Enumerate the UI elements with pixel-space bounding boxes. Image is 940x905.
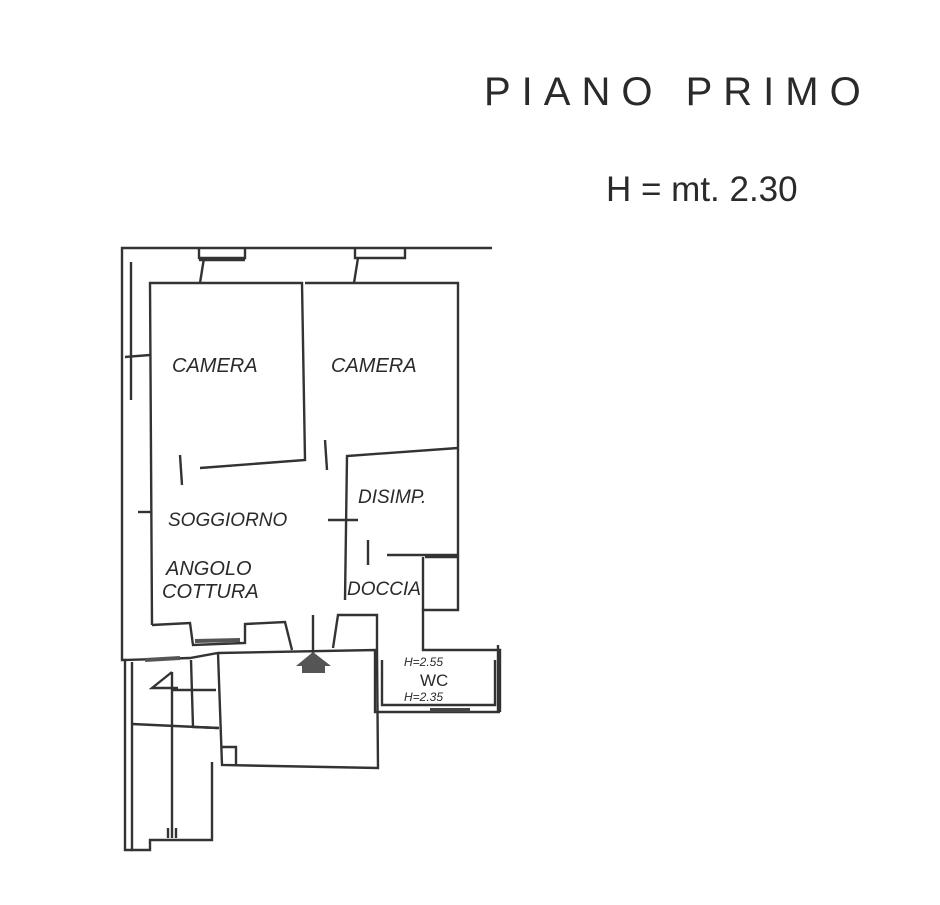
room-label-disimpegno: DISIMP. xyxy=(358,487,426,508)
room-label-camera-2: CAMERA xyxy=(331,355,417,377)
window-1 xyxy=(197,248,247,260)
walls xyxy=(120,246,502,852)
ceiling-height-note: H = mt. 2.30 xyxy=(606,170,798,209)
room-label-cottura: COTTURA xyxy=(162,581,259,603)
room-label-camera-1: CAMERA xyxy=(172,355,258,377)
entrance-arrow-icon xyxy=(296,652,331,673)
room-label-angolo: ANGOLO xyxy=(165,558,252,580)
window-2 xyxy=(353,248,407,260)
wc-height-bottom: H=2.35 xyxy=(404,690,443,704)
room-label-doccia: DOCCIA xyxy=(347,579,421,600)
wc-height-top: H=2.55 xyxy=(404,655,443,669)
room-label-soggiorno: SOGGIORNO xyxy=(168,510,288,531)
room-label-wc: WC xyxy=(420,671,448,690)
floor-title: PIANO PRIMO xyxy=(484,70,872,114)
